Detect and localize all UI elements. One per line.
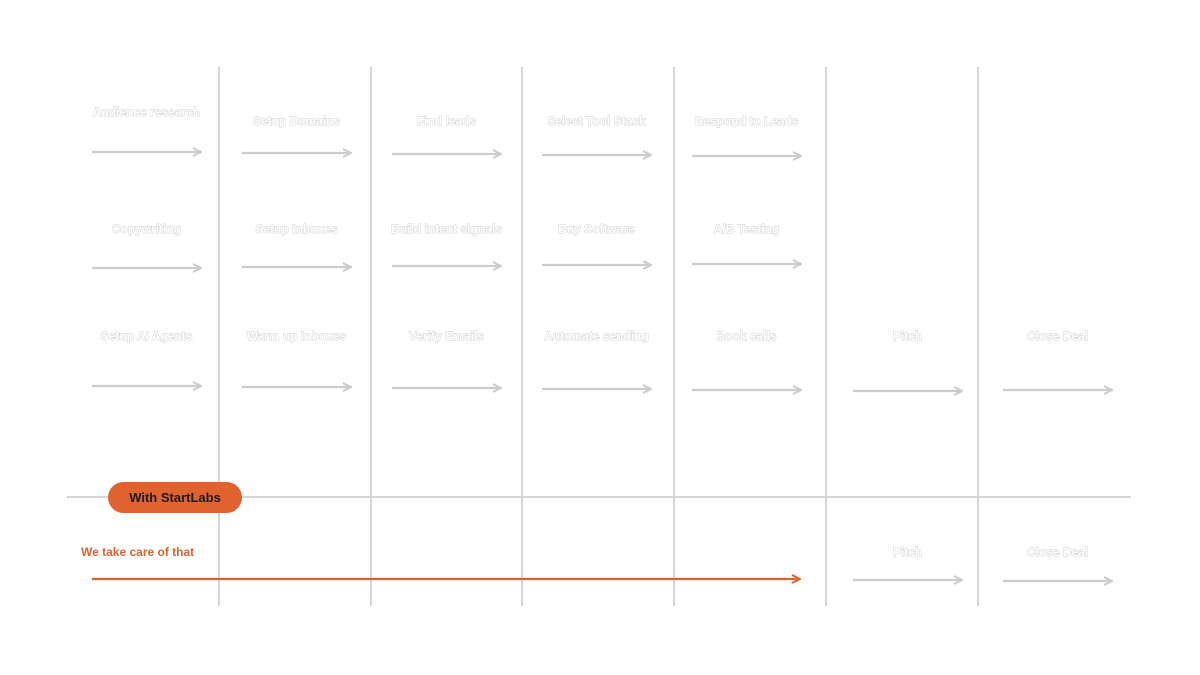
step-label: Close Deal: [1027, 329, 1088, 343]
step-label: Audience research: [93, 105, 200, 119]
step-label: Setup Inboxes: [255, 222, 337, 236]
step-label: A/B Testing: [714, 222, 780, 236]
step-label: Book calls: [716, 329, 776, 343]
badge-label: With StartLabs: [129, 490, 221, 505]
step-label: Copywriting: [112, 222, 181, 236]
badge-pill: [108, 482, 242, 513]
step-label: Warm up Inboxes: [247, 329, 347, 343]
step-label: Find leads: [417, 114, 477, 128]
step-label: Buy Software: [558, 222, 635, 236]
grid-lines: [67, 67, 1131, 606]
step-label: Respond to Leads: [694, 114, 798, 128]
step-label: Pitch: [893, 545, 922, 559]
step-label: Setup Domains: [253, 114, 341, 128]
step-label: Verify Emails: [409, 329, 484, 343]
with-startlabs-steps: Pitch Close Deal: [853, 545, 1112, 581]
we-take-care-caption: We take care of that: [81, 545, 194, 559]
step-label: Automate sending: [544, 329, 649, 343]
step-label: Pitch: [893, 329, 922, 343]
step-label: Select Tool Stack: [547, 114, 646, 128]
step-label: Close Deal: [1027, 545, 1088, 559]
step-label: Setup AI Agents: [101, 329, 193, 343]
step-label: Build intent signals: [391, 222, 502, 236]
with-startlabs-badge: With StartLabs: [108, 482, 242, 513]
with-startlabs-row: We take care of that: [81, 545, 800, 579]
